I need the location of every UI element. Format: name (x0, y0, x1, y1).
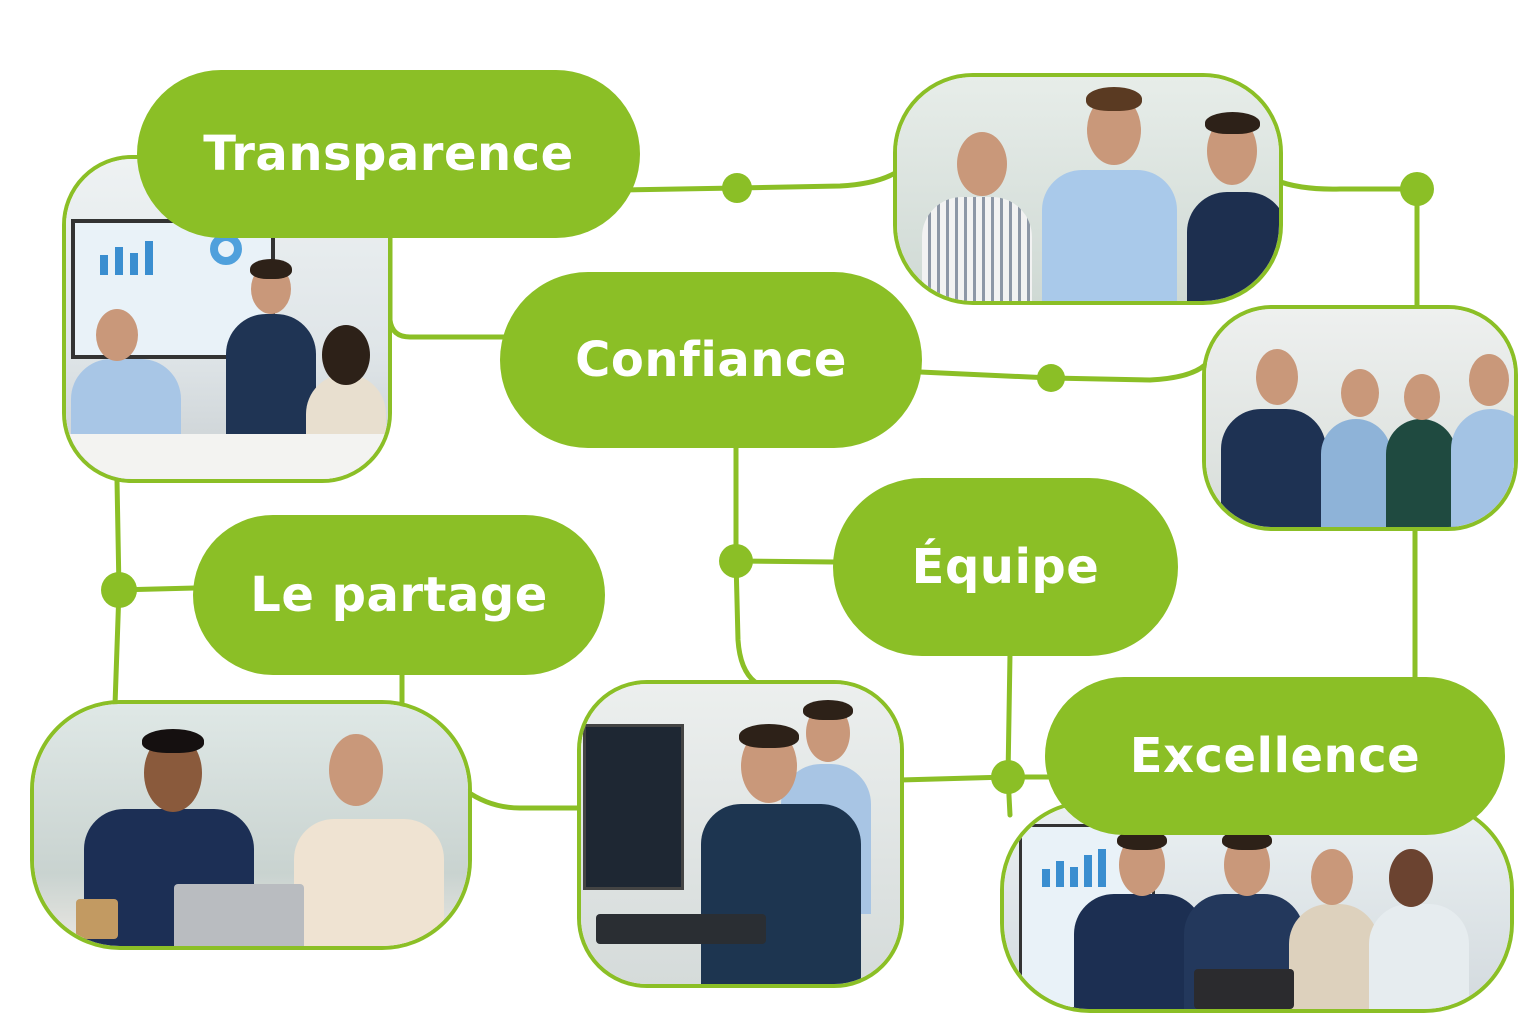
colleagues-tablet-photo (893, 73, 1283, 305)
node-label: Le partage (250, 567, 548, 623)
link-confiance-photo3 (917, 362, 1208, 383)
node-label: Confiance (575, 332, 847, 388)
connector-dot (1037, 364, 1065, 392)
connector-dot (1400, 172, 1434, 206)
node-transparence: Transparence (137, 70, 640, 238)
connector-dot (722, 173, 752, 203)
link-photo5-excellence (897, 774, 1051, 783)
node-le-partage: Le partage (193, 515, 605, 675)
node-label: Équipe (911, 539, 1100, 595)
node-label: Transparence (203, 126, 574, 182)
connector-dot (101, 572, 137, 608)
link-transparence-photo2 (617, 167, 903, 193)
node-label: Excellence (1129, 728, 1421, 784)
link-transparence-confiance (387, 233, 508, 340)
connector-dot (991, 760, 1025, 794)
link-photo2-photo3 (1272, 177, 1420, 311)
link-photo4-photo5 (462, 787, 583, 811)
developers-coding-photo (577, 680, 904, 988)
two-colleagues-laptop-photo (30, 700, 472, 950)
team-celebrating-photo (1202, 305, 1518, 531)
connector-dot (719, 544, 753, 578)
node-equipe: Équipe (833, 478, 1178, 656)
node-confiance: Confiance (500, 272, 922, 448)
link-confiance-photo5 (733, 443, 758, 685)
node-excellence: Excellence (1045, 677, 1505, 835)
